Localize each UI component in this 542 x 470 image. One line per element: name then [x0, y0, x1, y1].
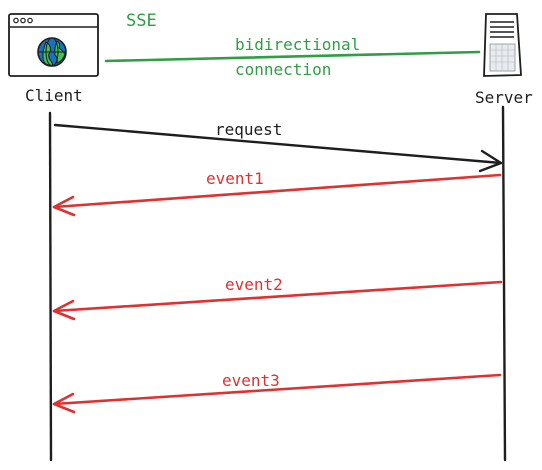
event2-arrow — [52, 280, 503, 321]
diagram-title: SSE — [126, 11, 157, 31]
server-label: Server — [475, 88, 533, 107]
event1-arrow — [52, 173, 502, 217]
connection-label-line2: connection — [235, 60, 331, 79]
browser-window-globe-icon — [8, 13, 99, 77]
server-lifeline — [501, 105, 507, 462]
request-arrow — [53, 123, 503, 173]
connection-label-line1: bidirectional — [235, 35, 360, 54]
client-lifeline — [48, 111, 53, 462]
event3-arrow — [52, 373, 502, 414]
client-label: Client — [25, 86, 83, 105]
event1-label: event1 — [206, 169, 264, 188]
server-rack-icon — [483, 13, 522, 77]
event3-label: event3 — [222, 371, 280, 390]
connection-line — [104, 50, 481, 63]
event2-label: event2 — [225, 275, 283, 294]
request-label: request — [215, 120, 282, 139]
